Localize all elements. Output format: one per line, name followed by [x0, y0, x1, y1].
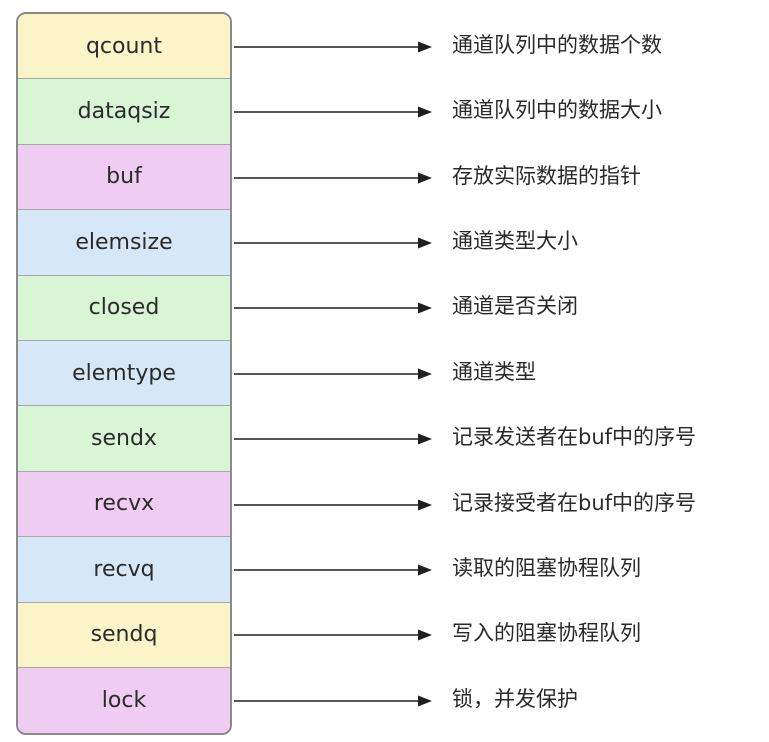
arrow-buf [234, 171, 432, 185]
field-box-dataqsiz: dataqsiz [18, 79, 230, 145]
arrow-elemtype [234, 367, 432, 381]
field-name: recvx [93, 491, 155, 517]
field-box-buf: buf [18, 144, 230, 211]
field-box-sendx: sendx [18, 406, 230, 472]
field-name: dataqsiz [77, 99, 171, 125]
field-description-closed: 通道是否关闭 [452, 294, 578, 319]
field-box-recvq: recvq [18, 537, 230, 603]
field-name: lock [101, 688, 147, 714]
arrow-recvq [234, 563, 432, 577]
field-name: elemsize [75, 229, 173, 255]
field-description-sendq: 写入的阻塞协程队列 [452, 621, 641, 646]
arrow-sendx [234, 432, 432, 446]
field-box-elemsize: elemsize [18, 210, 230, 276]
field-box-sendq: sendq [18, 602, 230, 668]
arrow-qcount [234, 40, 432, 54]
field-box-qcount: qcount [18, 14, 230, 80]
arrow-recvx [234, 498, 432, 512]
arrow-sendq [234, 628, 432, 642]
arrow-lock [234, 694, 432, 708]
field-name: recvq [93, 556, 155, 582]
arrow-elemsize [234, 236, 432, 250]
field-description-elemsize: 通道类型大小 [452, 228, 578, 253]
field-box-lock: lock [18, 667, 230, 734]
field-description-dataqsiz: 通道队列中的数据大小 [452, 98, 662, 123]
field-name: qcount [85, 33, 163, 59]
field-name: closed [88, 295, 160, 321]
field-box-closed: closed [18, 275, 230, 341]
field-name: sendx [91, 426, 157, 452]
field-box-elemtype: elemtype [18, 340, 230, 407]
field-description-sendx: 记录发送者在buf中的序号 [452, 425, 697, 450]
field-stack: qcount dataqsiz buf elemsize closed elemtype s… [16, 12, 232, 736]
arrow-closed [234, 301, 432, 315]
field-name: buf [106, 164, 142, 190]
field-description-recvx: 记录接受者在buf中的序号 [452, 490, 697, 515]
field-description-lock: 锁，并发保护 [452, 686, 578, 711]
field-name: sendq [90, 622, 158, 648]
field-name: elemtype [72, 360, 176, 386]
field-description-elemtype: 通道类型 [452, 359, 536, 384]
field-description-recvq: 读取的阻塞协程队列 [452, 555, 641, 580]
field-box-recvx: recvx [18, 471, 230, 538]
arrow-dataqsiz [234, 105, 432, 119]
field-description-qcount: 通道队列中的数据个数 [452, 32, 662, 57]
field-description-buf: 存放实际数据的指针 [452, 163, 641, 188]
